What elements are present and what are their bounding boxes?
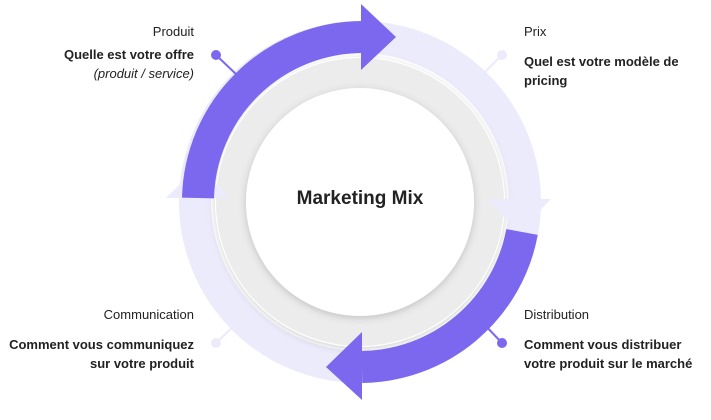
center-title: Marketing Mix	[296, 188, 424, 209]
distribution-arrow-head	[326, 332, 362, 400]
communication-connector	[215, 321, 239, 344]
distribution-arrow	[361, 228, 538, 383]
communication-title: Communication	[103, 307, 194, 322]
prix-dot	[497, 50, 507, 60]
prix-title: Prix	[524, 24, 547, 39]
prix-arrow-head	[487, 199, 551, 232]
center-circle-inner	[246, 88, 474, 316]
produit-note: (produit / service)	[93, 66, 194, 81]
produit-connector	[215, 54, 239, 77]
produit-dot	[211, 50, 221, 60]
distribution-question-line1: Comment vous distribuer	[524, 337, 682, 352]
produit-title: Produit	[152, 24, 194, 39]
communication-label: Communication Comment vous communiquez s…	[6, 305, 194, 373]
produit-arrow-head	[361, 4, 396, 70]
produit-question: Quelle est votre offre	[63, 47, 194, 62]
produit-arrow	[182, 21, 363, 199]
communication-question-line1: Comment vous communiquez	[9, 337, 194, 352]
distribution-question-line2: votre produit sur le marché	[524, 356, 693, 371]
prix-label: Prix Quel est votre modèle de pricing	[524, 22, 704, 90]
communication-dot	[211, 338, 221, 348]
prix-question-line2: pricing	[524, 73, 568, 88]
distribution-title: Distribution	[524, 307, 590, 322]
communication-question-line2: sur votre produit	[89, 356, 194, 371]
distribution-dot	[497, 338, 507, 348]
produit-label: Produit Quelle est votre offre (produit …	[20, 22, 194, 83]
distribution-label: Distribution Comment vous distribuer vot…	[524, 305, 710, 373]
prix-question-line1: Quel est votre modèle de	[524, 54, 679, 69]
